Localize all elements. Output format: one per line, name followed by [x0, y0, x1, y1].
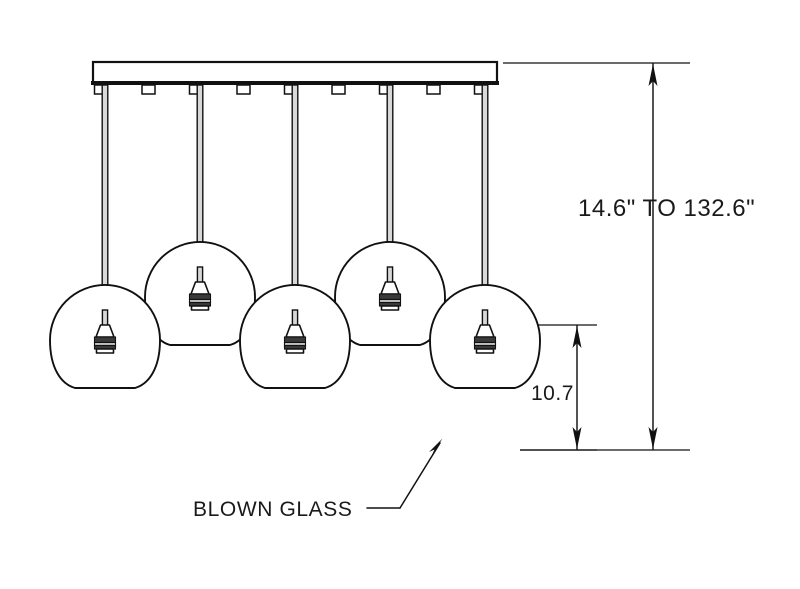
- callout-label-blown-glass: BLOWN GLASS: [193, 498, 352, 521]
- dimension-label-overall-drop: 14.6" TO 132.6": [578, 195, 755, 222]
- canopy-tab: [236, 84, 251, 95]
- pendant-cord: [101, 84, 109, 304]
- leader-line-diagonal: [399, 442, 441, 509]
- arrow-head-up: [648, 64, 658, 86]
- pendant-cord: [481, 84, 489, 304]
- pendant-cord: [386, 84, 394, 261]
- canopy-base-edge: [91, 81, 499, 85]
- pendant-2: [144, 84, 256, 346]
- pendant-3: [239, 84, 351, 389]
- pendant-5: [429, 84, 541, 389]
- arrow-head-up: [572, 326, 582, 348]
- pendant-cord: [291, 84, 299, 304]
- arrow-head-down: [572, 427, 582, 449]
- dimension-label-globe-height: 10.7: [531, 382, 574, 405]
- leader-arrow-head: [429, 438, 443, 455]
- dimension-overall-drop: 14.6" TO 132.6": [503, 62, 755, 451]
- canopy-plate: [91, 60, 499, 85]
- canopy-assembly: [91, 60, 499, 95]
- pendant-1: [49, 84, 161, 389]
- canopy-tab: [141, 84, 156, 95]
- callout-blown-glass: BLOWN GLASS: [193, 438, 443, 521]
- pendant-cord: [196, 84, 204, 261]
- canopy-mounting-tabs: [93, 84, 489, 95]
- pendant-4: [334, 84, 446, 346]
- canopy-tab: [331, 84, 346, 95]
- canopy-tab: [426, 84, 441, 95]
- arrow-head-down: [648, 427, 658, 449]
- dimension-globe-height: 10.7: [495, 324, 597, 451]
